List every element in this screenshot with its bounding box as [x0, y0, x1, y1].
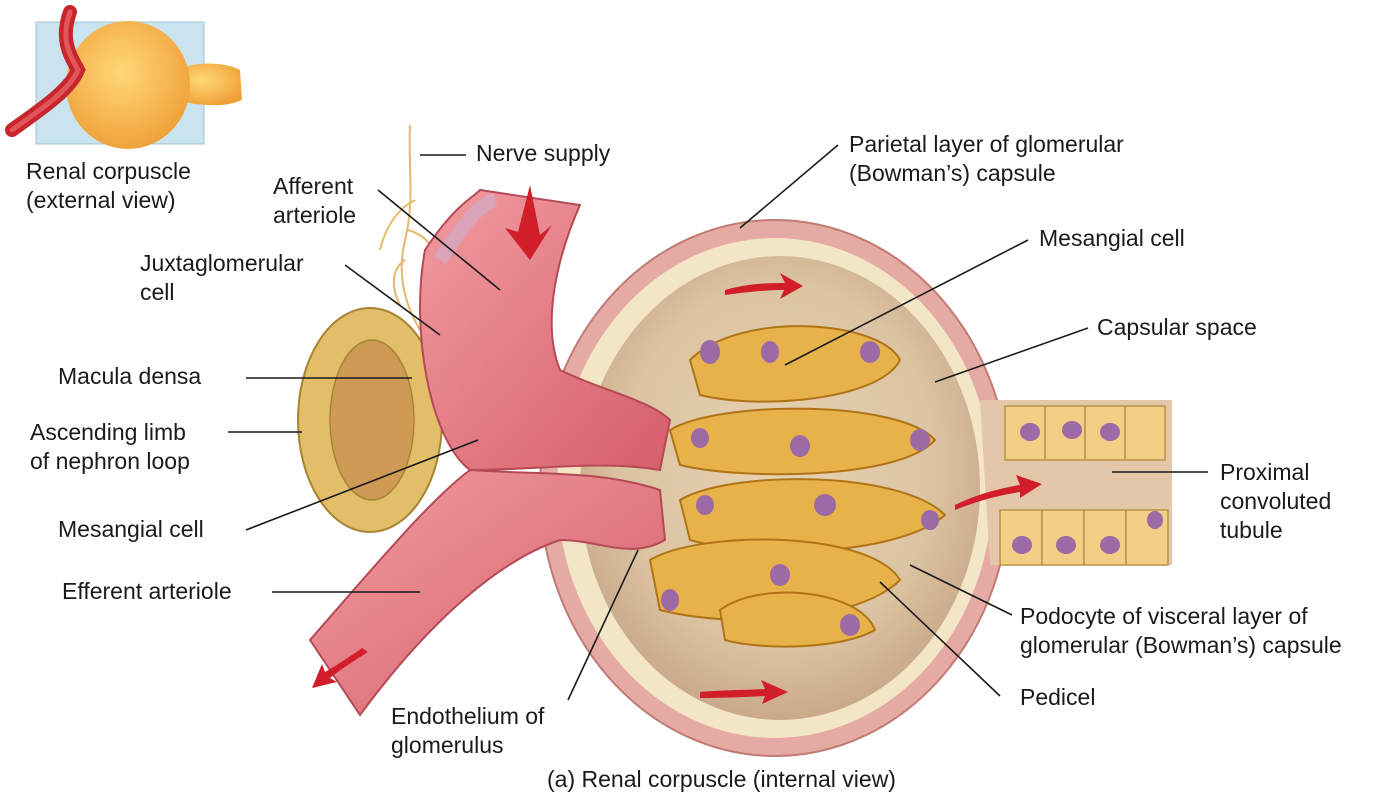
label-mesangial-cell-left: Mesangial cell — [58, 516, 204, 542]
flow-arrows — [312, 185, 1042, 704]
label-nerve-supply: Nerve supply — [476, 140, 611, 166]
label-ascending-line2: of nephron loop — [30, 448, 190, 474]
leader-podocyte — [909, 564, 1013, 616]
label-ascending-line1: Ascending limb — [30, 419, 186, 445]
efferent-arteriole — [308, 468, 667, 717]
label-parietal-layer: Parietal layer of glomerular (Bowman’s) … — [849, 130, 1124, 188]
leader-pedicel — [879, 581, 1001, 697]
leader-capsular-space — [934, 327, 1089, 383]
inset-label-line1: Renal corpuscle — [26, 158, 191, 184]
label-proximal-line3: tubule — [1220, 517, 1283, 543]
ascending-limb — [297, 307, 443, 533]
label-capsular-space: Capsular space — [1097, 314, 1257, 340]
arrow-afferent-in — [505, 185, 552, 260]
label-parietal-line2: (Bowman’s) capsule — [849, 160, 1056, 186]
label-podocyte: Podocyte of visceral layer of glomerular… — [1020, 602, 1342, 660]
label-macula-densa: Macula densa — [58, 363, 202, 389]
leader-mesangial-right — [784, 239, 1029, 366]
leader-juxtaglomerular — [344, 264, 441, 336]
label-ascending-limb: Ascending limb of nephron loop — [30, 418, 190, 476]
figure-caption: (a) Renal corpuscle (internal view) — [547, 766, 896, 792]
label-mesangial-cell-right: Mesangial cell — [1039, 225, 1185, 251]
label-podocyte-line1: Podocyte of visceral layer of — [1020, 603, 1308, 629]
label-afferent-arteriole: Afferent arteriole — [273, 172, 356, 230]
leader-endothelium — [567, 549, 639, 701]
leader-afferent — [377, 189, 501, 291]
arrow-capsule-bottom — [700, 680, 788, 704]
label-proximal-line2: convoluted — [1220, 488, 1332, 514]
inset-label: Renal corpuscle (external view) — [26, 157, 191, 215]
label-afferent-line2: arteriole — [273, 202, 357, 228]
proximal-tubule — [980, 400, 1172, 566]
label-endothelium: Endothelium of glomerulus — [391, 702, 544, 760]
arrow-filtrate-out — [955, 475, 1042, 510]
leader-lines — [228, 144, 1208, 701]
label-proximal-line1: Proximal — [1220, 459, 1310, 485]
label-efferent-arteriole: Efferent arteriole — [62, 578, 232, 604]
inset-capsule — [66, 21, 190, 149]
label-afferent-line1: Afferent — [273, 173, 354, 199]
glomerulus — [648, 325, 947, 648]
inset-external-view — [5, 5, 242, 149]
label-juxta-line2: cell — [140, 279, 175, 305]
inset-label-line2: (external view) — [26, 187, 176, 213]
label-juxta-line1: Juxtaglomerular — [140, 250, 304, 276]
label-endothelium-line1: Endothelium of — [391, 703, 545, 729]
label-parietal-line1: Parietal layer of glomerular — [849, 131, 1124, 157]
label-proximal-convoluted-tubule: Proximal convoluted tubule — [1220, 458, 1331, 545]
arrow-capsule-top — [725, 273, 803, 299]
label-podocyte-line2: glomerular (Bowman’s) capsule — [1020, 632, 1342, 658]
label-endothelium-line2: glomerulus — [391, 732, 504, 758]
leader-parietal-layer — [739, 144, 839, 229]
arrow-efferent-out — [312, 648, 368, 688]
label-juxtaglomerular-cell: Juxtaglomerular cell — [140, 249, 304, 307]
label-pedicel: Pedicel — [1020, 684, 1096, 710]
leader-mesangial-left — [245, 439, 479, 531]
